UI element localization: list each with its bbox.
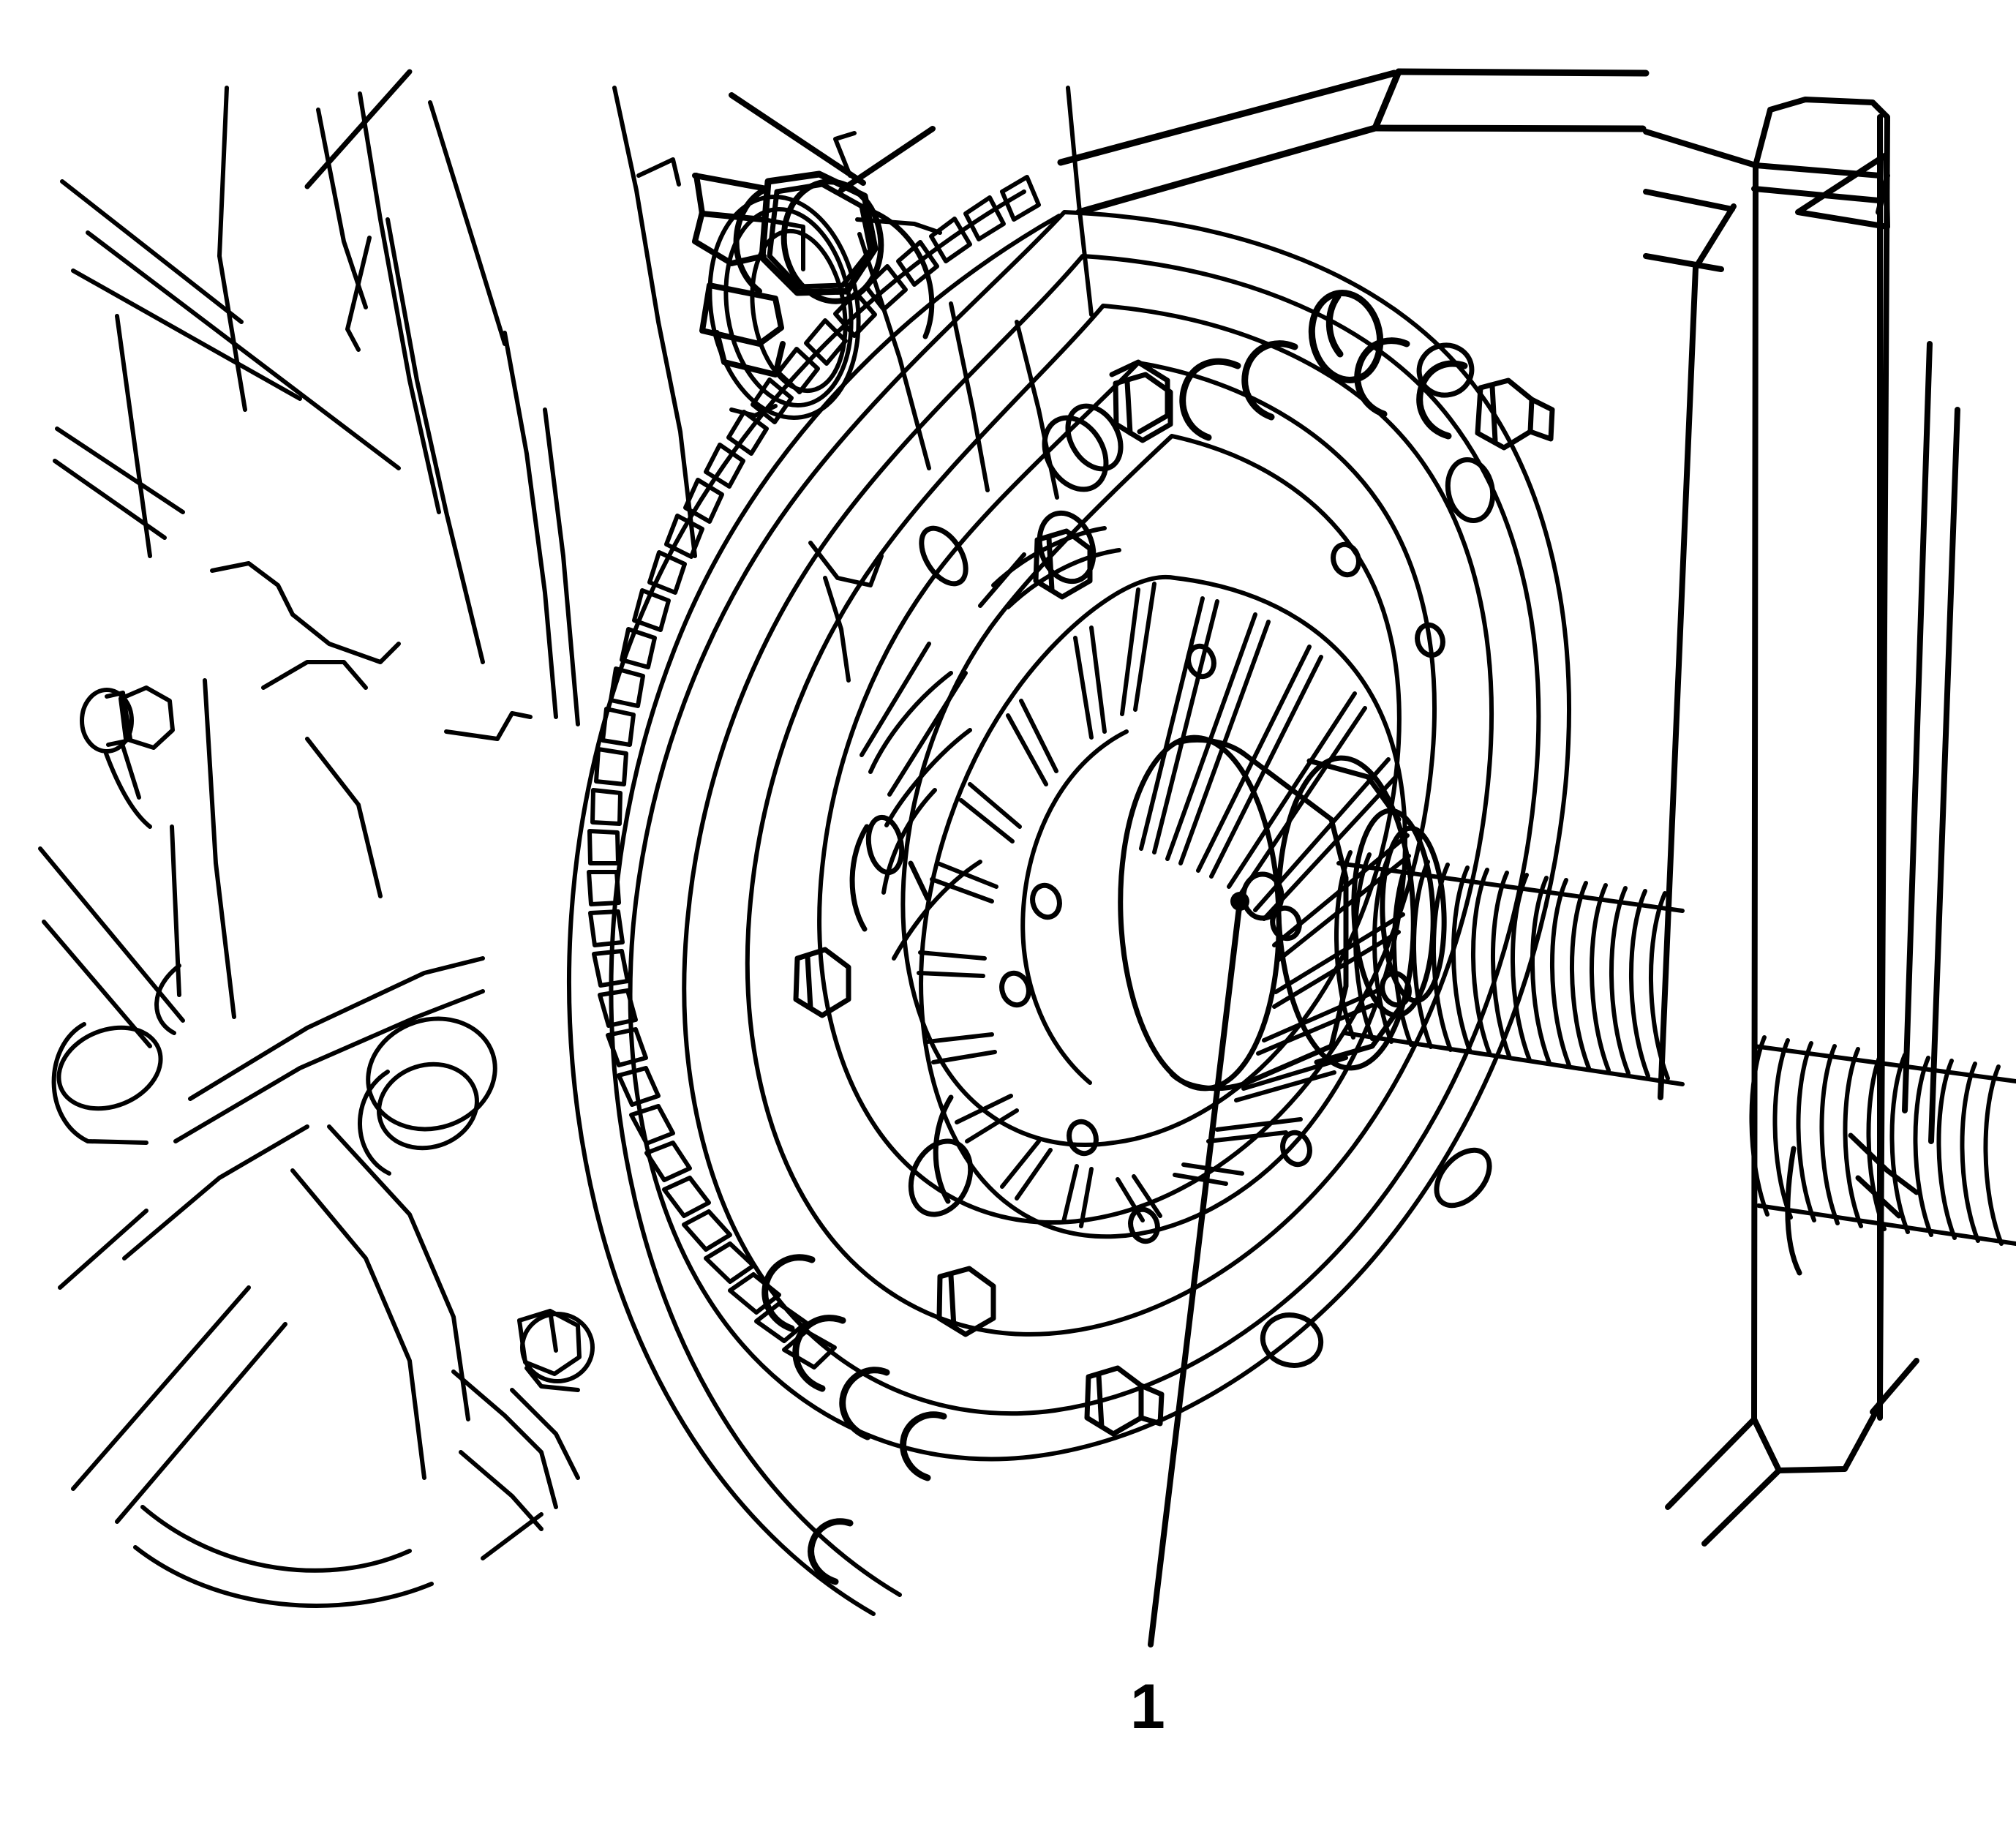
- callout-1-leader: [1148, 892, 1249, 1647]
- tool-support-arms: [1057, 68, 1650, 216]
- engine-block-casting: [38, 69, 1094, 1560]
- leader-dot: [1230, 892, 1249, 911]
- block-mounting-bolt-mid: [517, 1309, 595, 1392]
- callout-number-1: 1: [1130, 1672, 1165, 1742]
- block-mounting-bolt-lower: [80, 685, 175, 829]
- block-boss-holes: [51, 963, 497, 1608]
- bellhousing-bolt: [692, 92, 936, 377]
- puller-threaded-spindle: [1334, 850, 2016, 1246]
- leader-line: [1148, 898, 1243, 1647]
- flywheel-ring-gear: [566, 175, 1061, 1616]
- pressure-plate-bolts: [793, 359, 1555, 1437]
- cover-mounting-slots: [849, 342, 1496, 1368]
- puller-center-press-boss: [1118, 734, 1447, 1092]
- clutch-pressure-plate-cover: [628, 210, 1571, 1462]
- puller-secondary-spindle-support: [1785, 1132, 1919, 1276]
- clutch-cover-clips: [761, 290, 1468, 1585]
